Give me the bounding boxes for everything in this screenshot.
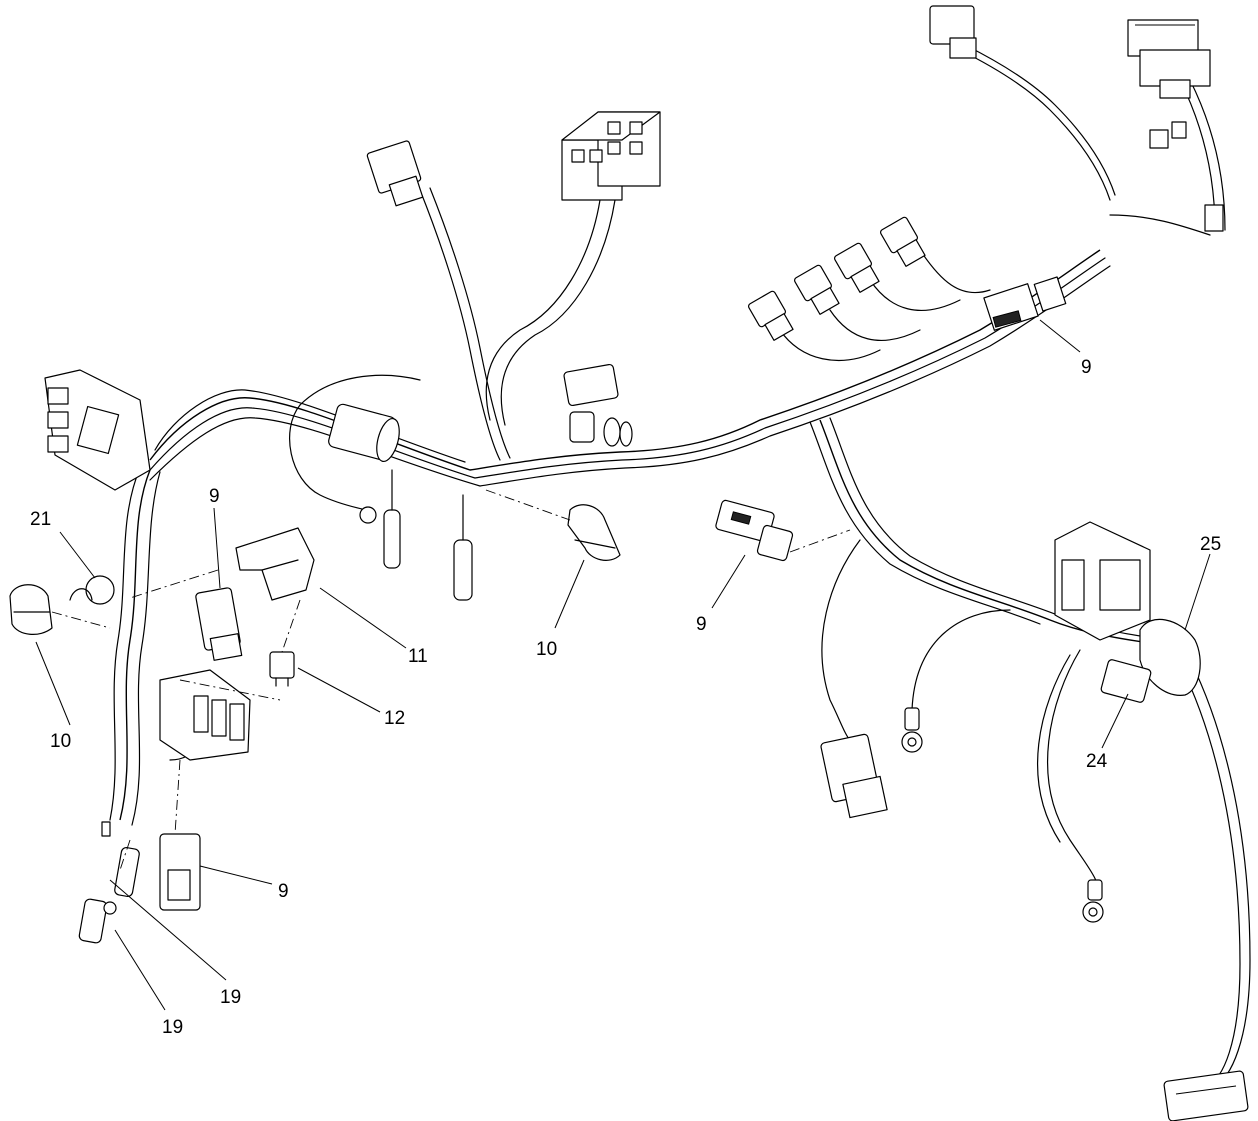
connector-9-left-upper bbox=[195, 587, 243, 661]
callout-10-left: 10 bbox=[50, 731, 71, 752]
connector-9-left-lower bbox=[159, 833, 201, 911]
item-25-boot bbox=[1139, 618, 1201, 696]
callout-10-center: 10 bbox=[536, 639, 557, 660]
clip-10-center bbox=[567, 504, 621, 561]
left-clip-10 bbox=[9, 584, 53, 635]
plug-fan-wires bbox=[779, 249, 991, 361]
ring-terminal-center bbox=[901, 707, 923, 753]
mid-inline-connector bbox=[563, 363, 633, 447]
lower-center-connector bbox=[820, 733, 888, 819]
callout-labels: 21 9 10 11 12 10 9 9 9 25 24 19 19 bbox=[30, 357, 1221, 1038]
middle-upper-branch-wires bbox=[289, 187, 616, 511]
top-right-small-connector bbox=[929, 5, 977, 59]
top-right-large-connector bbox=[1127, 19, 1211, 99]
left-branch-wires bbox=[109, 467, 211, 826]
item-24-connector bbox=[1100, 659, 1152, 703]
hanging-sensors-center bbox=[359, 469, 473, 601]
left-grommet-21 bbox=[69, 575, 115, 605]
small-clip-connectors-right bbox=[1149, 121, 1224, 232]
callout-25: 25 bbox=[1200, 534, 1221, 555]
callout-21: 21 bbox=[30, 509, 51, 530]
fuse-12 bbox=[269, 651, 295, 687]
quad-relay-block bbox=[561, 111, 661, 201]
ring-terminal-right bbox=[1082, 879, 1104, 923]
pins-19 bbox=[78, 821, 140, 944]
main-harness-trunk bbox=[149, 249, 1111, 487]
plug-fan-connectors bbox=[748, 216, 926, 341]
callout-9-right: 9 bbox=[1081, 357, 1092, 378]
right-lower-branch-wires bbox=[809, 417, 1251, 1086]
fuse-block-left bbox=[159, 669, 251, 761]
callout-24: 24 bbox=[1086, 751, 1108, 772]
top-left-connector bbox=[366, 140, 424, 207]
callout-9-left-lower: 9 bbox=[278, 881, 289, 902]
fuse-holder-11 bbox=[235, 527, 315, 601]
left-main-connector-block bbox=[44, 369, 151, 491]
ecu-connector-right bbox=[1054, 521, 1151, 641]
callout-12: 12 bbox=[384, 708, 405, 729]
callout-9-left-upper: 9 bbox=[209, 486, 220, 507]
inline-filter-canister bbox=[328, 403, 400, 463]
callout-leaders bbox=[35, 319, 1211, 1011]
callout-11: 11 bbox=[408, 646, 428, 667]
connector-9-right bbox=[992, 310, 1022, 328]
callout-19-right: 19 bbox=[220, 987, 241, 1008]
callout-9-center: 9 bbox=[696, 614, 707, 635]
explode-guide-lines bbox=[51, 489, 851, 871]
bottom-right-connector bbox=[1163, 1070, 1249, 1121]
connector-9-center bbox=[715, 499, 794, 562]
callout-19-left: 19 bbox=[162, 1017, 183, 1038]
